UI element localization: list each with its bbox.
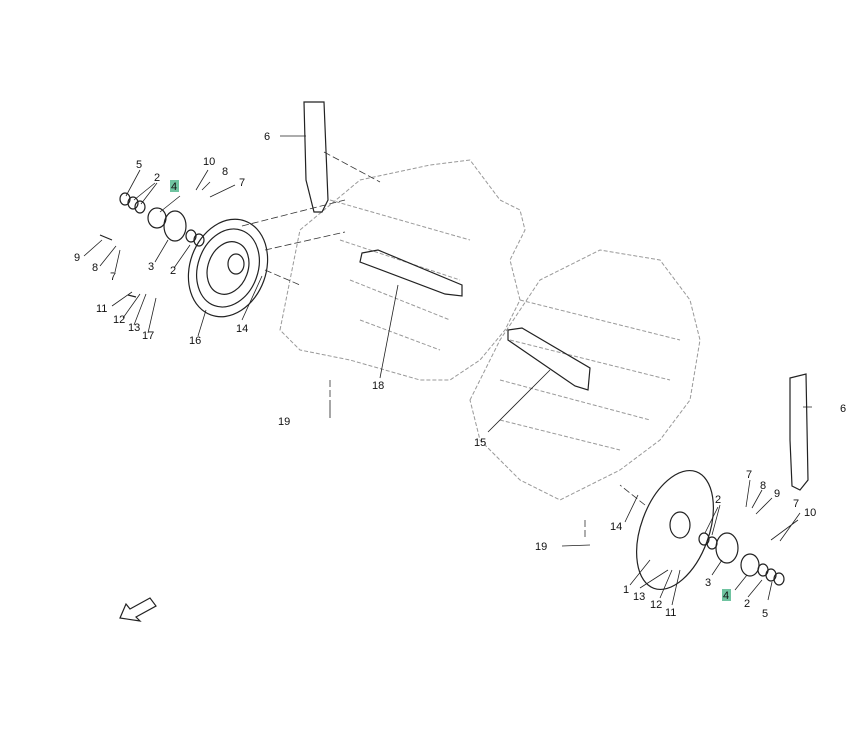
- label-17-left: 17: [142, 330, 154, 342]
- label-14-left: 14: [236, 323, 248, 335]
- pulley-16: [187, 218, 269, 318]
- highlight-4-right: [722, 589, 731, 601]
- frame-left: [279, 159, 526, 381]
- label-13-left: 13: [128, 322, 140, 334]
- label-7b-right: 7: [793, 498, 799, 510]
- direction-arrow-icon: [119, 597, 157, 622]
- label-7-left: 7: [239, 177, 245, 189]
- label-6-right: 6: [840, 403, 846, 415]
- label-11-left: 11: [96, 303, 107, 315]
- label-10-left: 10: [203, 156, 215, 168]
- label-3-left: 3: [148, 261, 154, 273]
- label-18: 18: [372, 380, 384, 392]
- label-5-left: 5: [136, 159, 142, 171]
- label-8-left: 8: [222, 166, 228, 178]
- bracket-15: [507, 327, 591, 391]
- label-4-right: 4: [723, 590, 729, 602]
- label-3-right: 3: [705, 577, 711, 589]
- plate-6-left: [303, 101, 329, 213]
- label-6-left: 6: [264, 131, 270, 143]
- label-2-right: 2: [715, 494, 721, 506]
- label-10-right: 10: [804, 507, 816, 519]
- left-bearing-parts: [99, 192, 205, 298]
- label-16: 16: [189, 335, 201, 347]
- label-7-right: 7: [746, 469, 752, 481]
- plate-1: [636, 469, 714, 591]
- label-7b-left: 7: [110, 271, 116, 283]
- label-13-right: 13: [633, 591, 645, 603]
- callout-labels: 6 5 2 4 10 8 7 9 8 7 3 2 11 12 13 17 16 …: [74, 131, 846, 620]
- label-4-left: 4: [171, 181, 177, 193]
- label-9-right: 9: [774, 488, 780, 500]
- label-2b-right: 2: [744, 598, 750, 610]
- label-9-left: 9: [74, 252, 80, 264]
- label-2b-left: 2: [170, 265, 176, 277]
- plate-6-right: [789, 373, 809, 491]
- label-15: 15: [474, 437, 486, 449]
- label-14-right: 14: [610, 521, 622, 533]
- label-19-left: 19: [278, 416, 290, 428]
- label-12-left: 12: [113, 314, 125, 326]
- label-1: 1: [623, 584, 629, 596]
- label-12-right: 12: [650, 599, 662, 611]
- highlight-4-left: [170, 180, 179, 192]
- frame-right: [469, 249, 701, 501]
- label-2-left: 2: [154, 172, 160, 184]
- label-19-right: 19: [535, 541, 547, 553]
- label-11-right: 11: [665, 607, 676, 619]
- label-5-right: 5: [762, 608, 768, 620]
- label-8-right: 8: [760, 480, 766, 492]
- label-8b-left: 8: [92, 262, 98, 274]
- right-bearing-parts: [698, 532, 785, 586]
- bracket-18: [359, 249, 463, 297]
